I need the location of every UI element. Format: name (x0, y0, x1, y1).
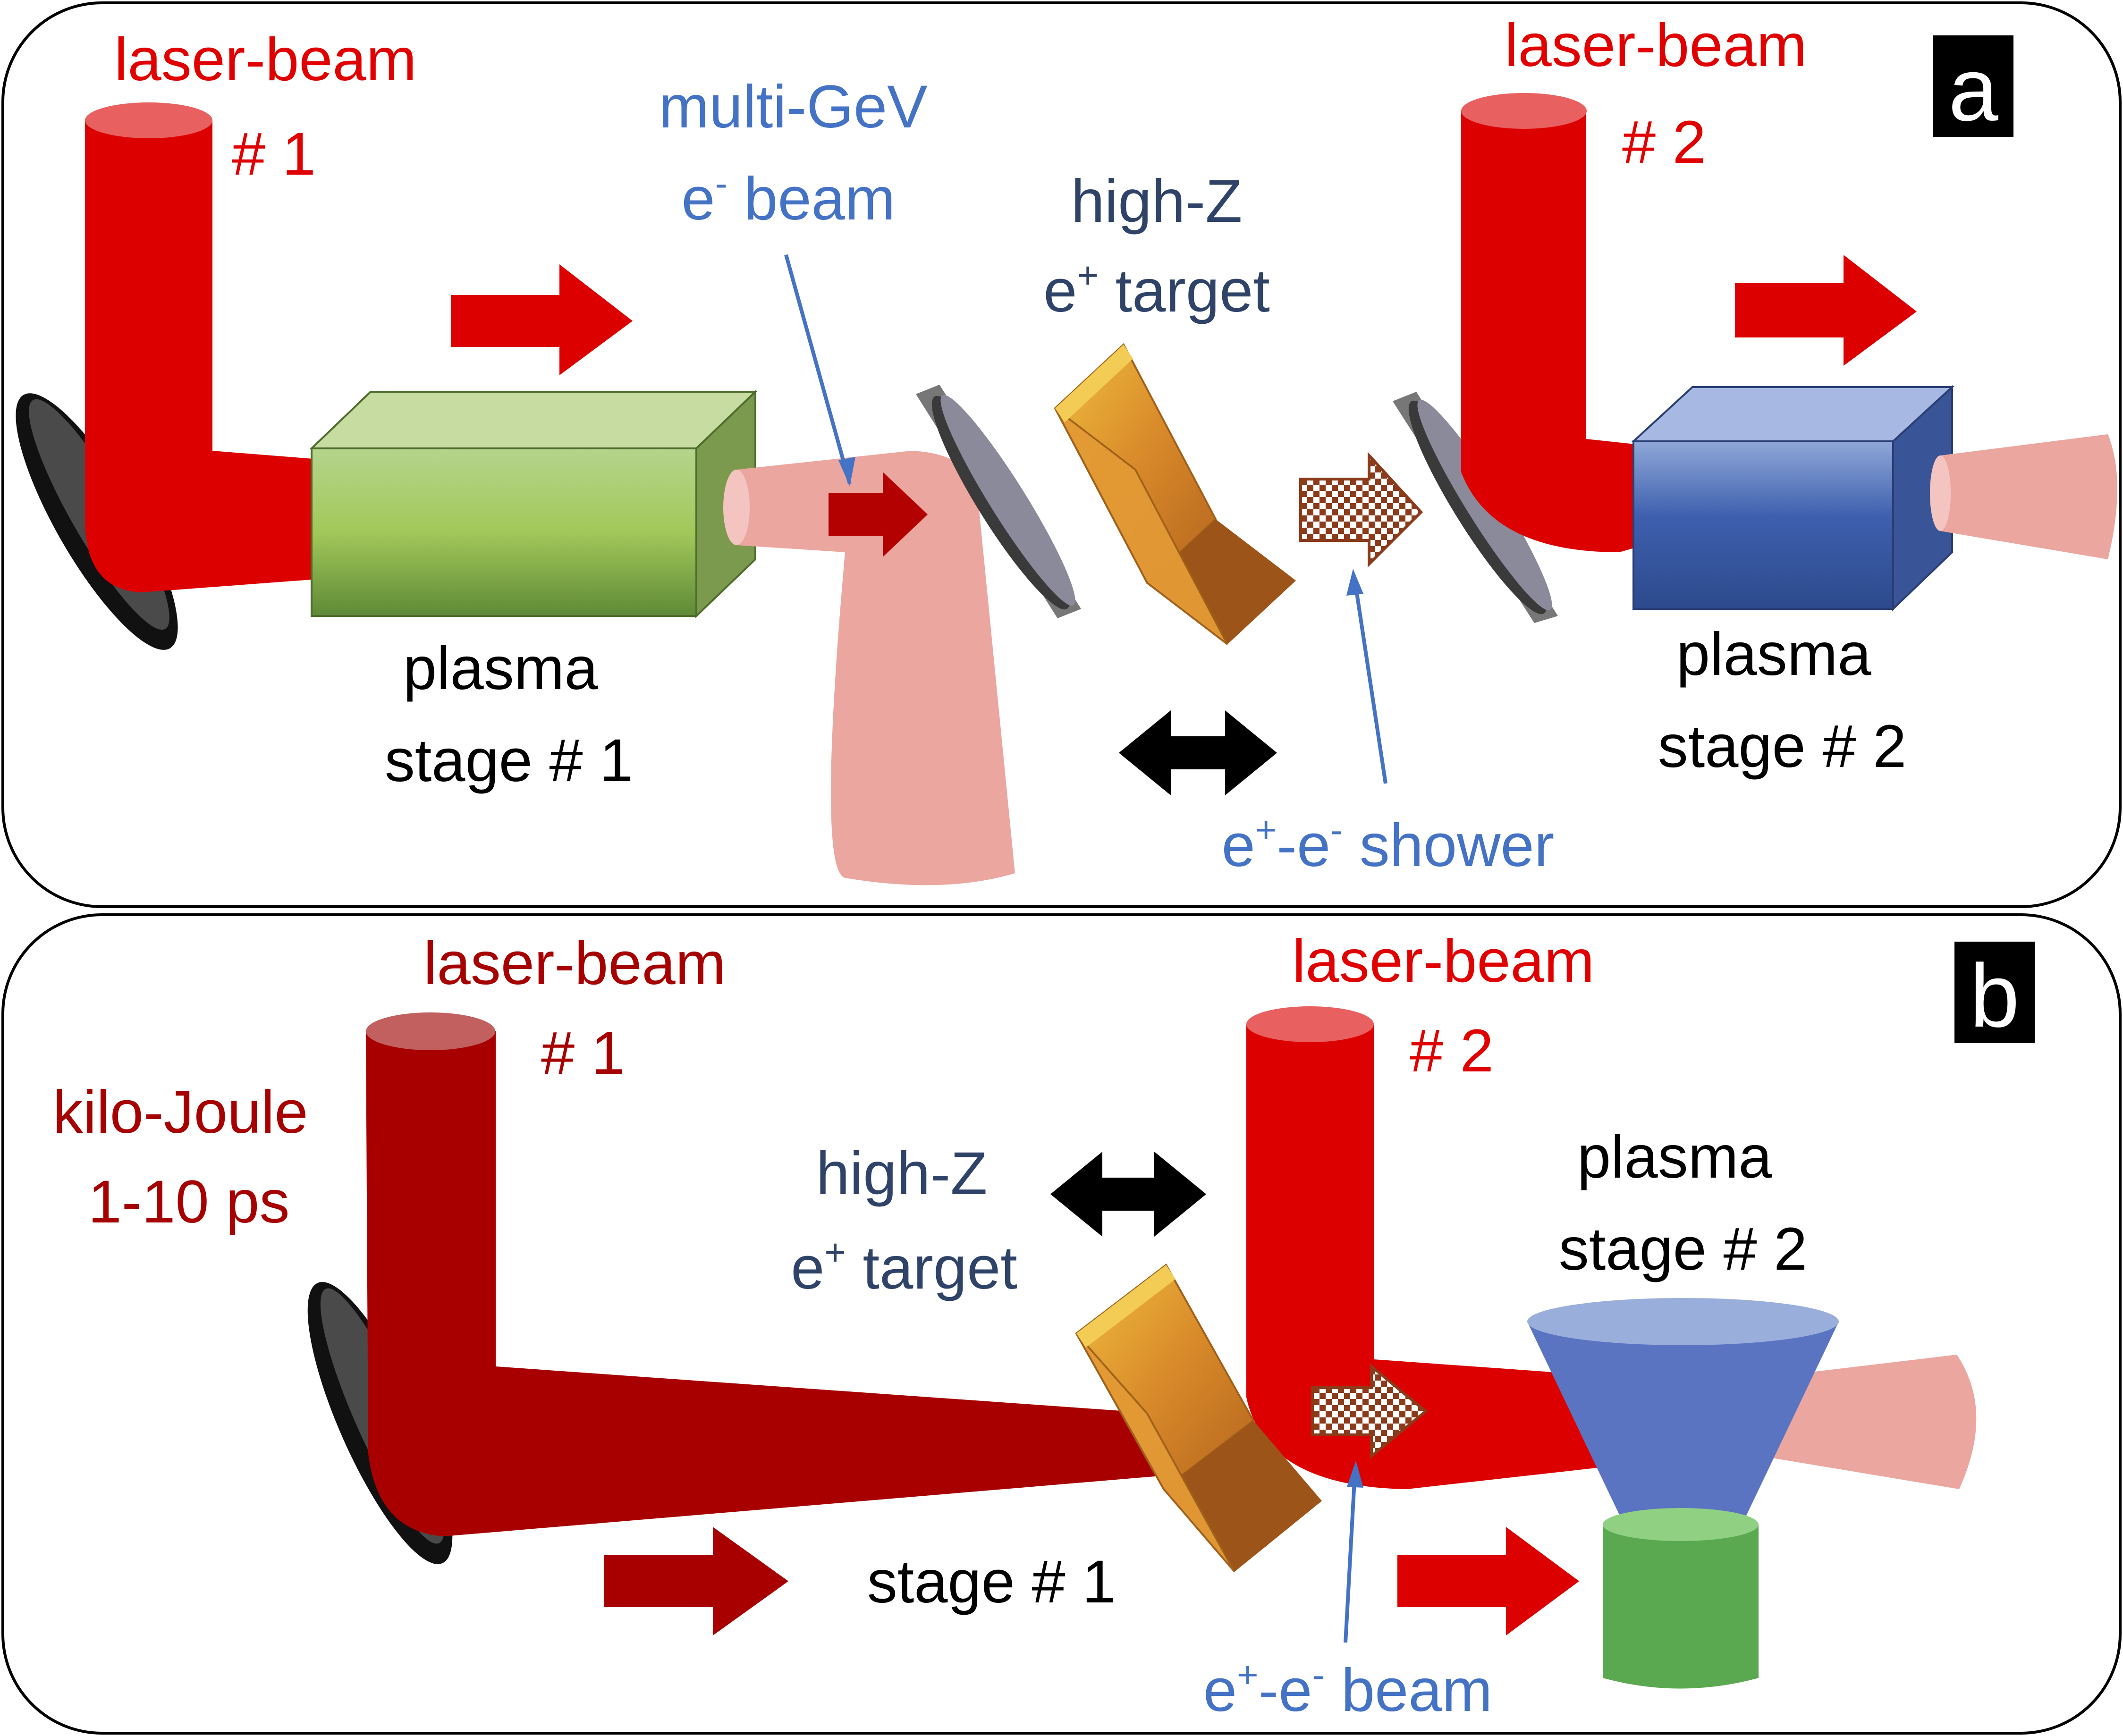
plasma-stage-2-funnel-b (1527, 1298, 1839, 1525)
laser-1-label-a: laser-beam # 1 (114, 26, 433, 188)
distance-double-arrow-b (1050, 1152, 1206, 1237)
laser-direction-arrow-2-b (1397, 1527, 1579, 1635)
target-label-a: high-Z (1071, 168, 1243, 235)
laser-beam-2-b (1246, 1006, 1638, 1489)
panel-a-frame (1, 1, 2122, 908)
plasma-stage-1-label-a: plasma stage # 1 (385, 635, 634, 794)
beam-pointer-head-b (1347, 1461, 1363, 1488)
distance-double-arrow-a (1119, 710, 1277, 795)
shower-label-a: e+-e- shower (1222, 809, 1555, 879)
beam-arrow-b (1311, 1363, 1428, 1459)
plasma-stage-2-box-a (1631, 385, 1955, 611)
plasma-stage-1-box (309, 389, 758, 618)
electron-direction-arrow-a (829, 472, 928, 557)
beam-label-b: e+-e- beam (1203, 1654, 1492, 1724)
laser-direction-arrow-2-a (1735, 255, 1917, 366)
shower-pointer-head-a (1346, 569, 1363, 596)
ebeam-pointer-head-a (838, 457, 855, 486)
laser-2-label-a: laser-beam # 2 (1505, 12, 1824, 176)
plasma-stage-2-cylinder-b (1603, 1508, 1759, 1689)
high-z-target-a (1054, 343, 1296, 645)
mirror-2-a (916, 385, 1081, 618)
laser-direction-arrow-1-b (604, 1527, 788, 1635)
panel-b-badge (1954, 942, 2035, 1043)
target-label-b: high-Z (816, 1140, 988, 1207)
laser-direction-arrow-1-a (451, 264, 633, 375)
high-z-target-b (1075, 1264, 1322, 1573)
target-label-line2-b: e+ target (791, 1231, 1017, 1302)
electron-beam-a (723, 451, 1015, 885)
laser-beam-2-a (1461, 93, 1652, 552)
plasma-stage-2-label-a: plasma stage # 2 (1658, 621, 1907, 780)
beam-pointer-b (1344, 1472, 1357, 1643)
output-beam-a (1930, 434, 2117, 559)
laser-beam-1-b (366, 1012, 1227, 1536)
ebeam-label-line2-a: e- beam (682, 162, 896, 233)
target-label-line2-a: e+ target (1043, 254, 1270, 325)
laser-beam-1-a (85, 102, 330, 592)
panel-b: b laser-beam # 1 laser-beam # 2 kilo-Jou… (1, 913, 2122, 1735)
stage-1-label-b: stage # 1 (867, 1548, 1116, 1616)
panel-a-badge-text: a (1948, 40, 1998, 140)
shower-arrow-a (1299, 452, 1423, 568)
panel-a: a laser-beam # 1 laser-beam # 2 multi-Ge… (1, 1, 2122, 908)
shower-pointer-a (1353, 580, 1387, 784)
panel-a-badge (1933, 35, 2013, 137)
panel-b-badge-text: b (1970, 946, 2020, 1046)
ebeam-label-a: multi-GeV (659, 73, 928, 141)
laser-1-label-b: laser-beam # 1 (423, 930, 743, 1087)
ebeam-pointer-a (784, 254, 852, 485)
laser-2-label-b: laser-beam # 2 (1292, 927, 1611, 1085)
energy-label-b: kilo-Joule 1-10 ps (53, 1079, 325, 1236)
plasma-stage-2-label-b: plasma stage # 2 (1559, 1123, 1808, 1283)
